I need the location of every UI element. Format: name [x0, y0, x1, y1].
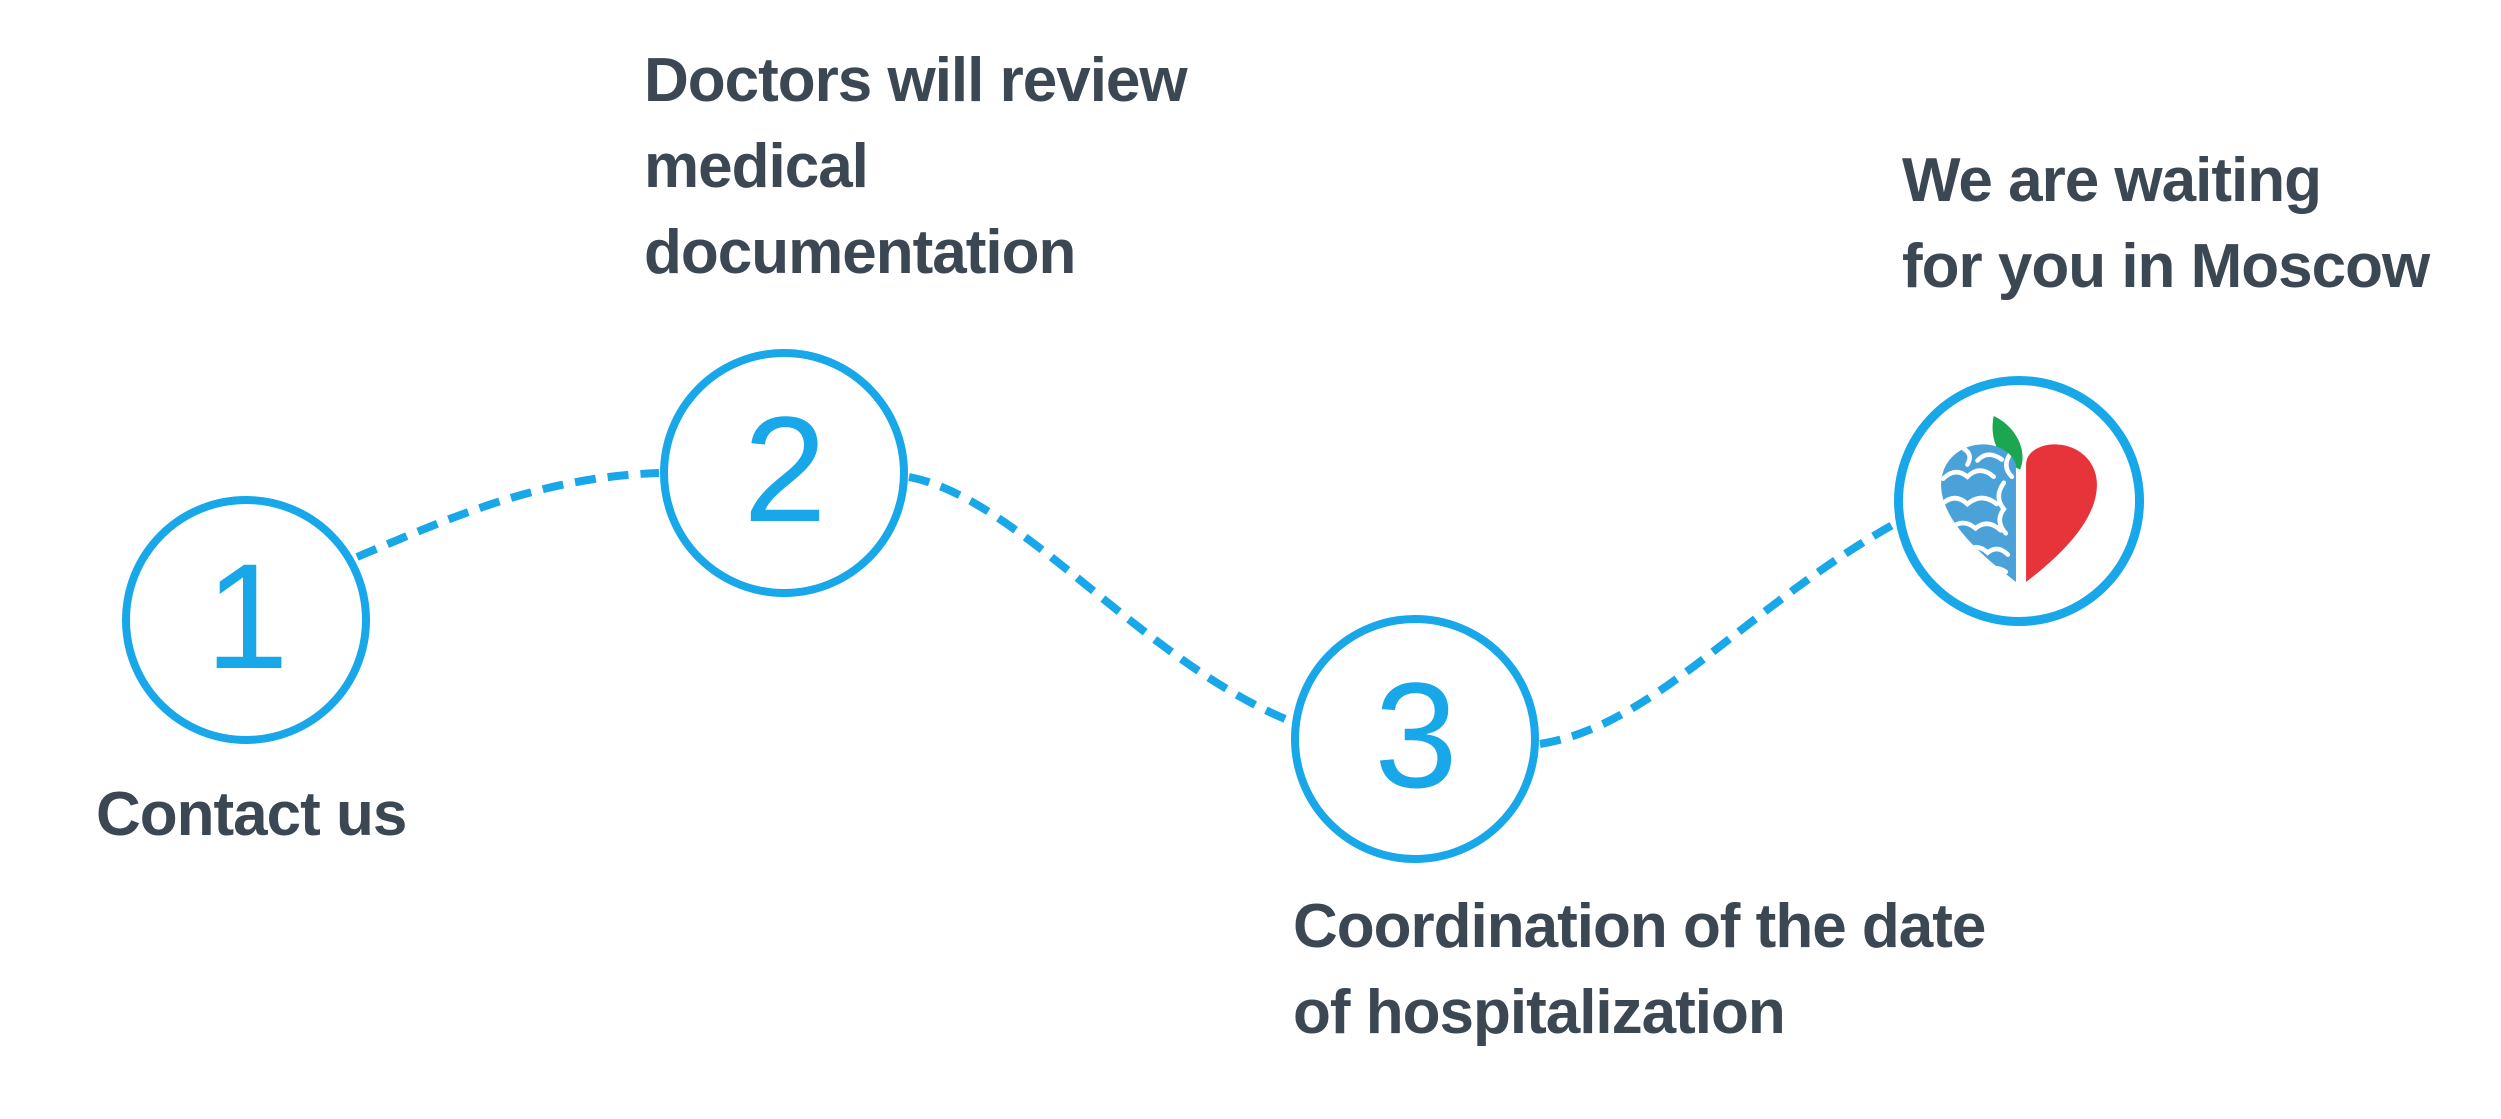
step-4-circle: [1894, 376, 2144, 626]
step-4-label: We are waiting for you in Moscow: [1902, 146, 2430, 301]
step-3-number: 3: [1374, 651, 1457, 819]
brain-heart-logo-icon: [1941, 416, 2097, 582]
connector-step2-step3: [908, 473, 1292, 725]
logo-leaf: [1992, 416, 2023, 470]
step-3-circle: 3: [1291, 615, 1539, 863]
step-3-label: Coordination of the date of hospitalizat…: [1293, 892, 1986, 1047]
logo-heart-half: [2026, 444, 2097, 582]
step-1-label: Contact us: [96, 780, 407, 849]
step-1-number: 1: [205, 532, 288, 700]
connector-step3-step4: [1539, 519, 1898, 748]
step-1-circle: 1: [122, 496, 370, 744]
step-2-label: Doctors will review medical documentatio…: [644, 46, 1188, 287]
step-2-circle: 2: [660, 349, 908, 597]
step-2-number: 2: [743, 385, 826, 553]
connector-step1-step2: [355, 469, 660, 561]
